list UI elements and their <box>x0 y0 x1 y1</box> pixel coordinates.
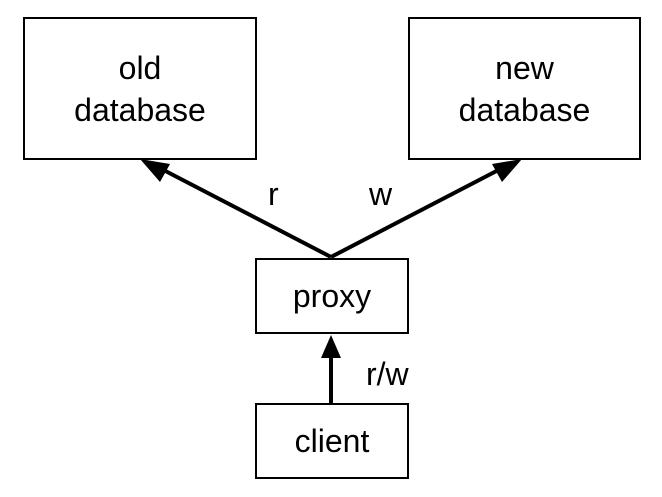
proxy-label: proxy <box>292 278 372 314</box>
old-database-label-line2: database <box>74 91 206 128</box>
old-database-label-line1: old <box>118 49 162 86</box>
old-database-box: old database <box>23 17 257 160</box>
client-box: client <box>255 403 409 479</box>
proxy-box: proxy <box>255 258 409 334</box>
read-write-edge-label: r/w <box>366 356 409 392</box>
arrowhead-old-database <box>140 159 170 182</box>
arrowhead-new-database <box>492 159 522 182</box>
read-edge-label: r <box>268 176 279 212</box>
client-label: client <box>294 423 370 459</box>
new-database-box: new database <box>408 17 641 160</box>
new-database-label-line1: new <box>495 49 554 86</box>
new-database-label-line2: database <box>458 91 591 128</box>
arrow-proxy-to-new-database <box>330 161 513 259</box>
arrow-proxy-to-old-database <box>149 161 332 259</box>
arrowhead-proxy <box>321 335 341 358</box>
write-edge-label: w <box>369 176 393 212</box>
